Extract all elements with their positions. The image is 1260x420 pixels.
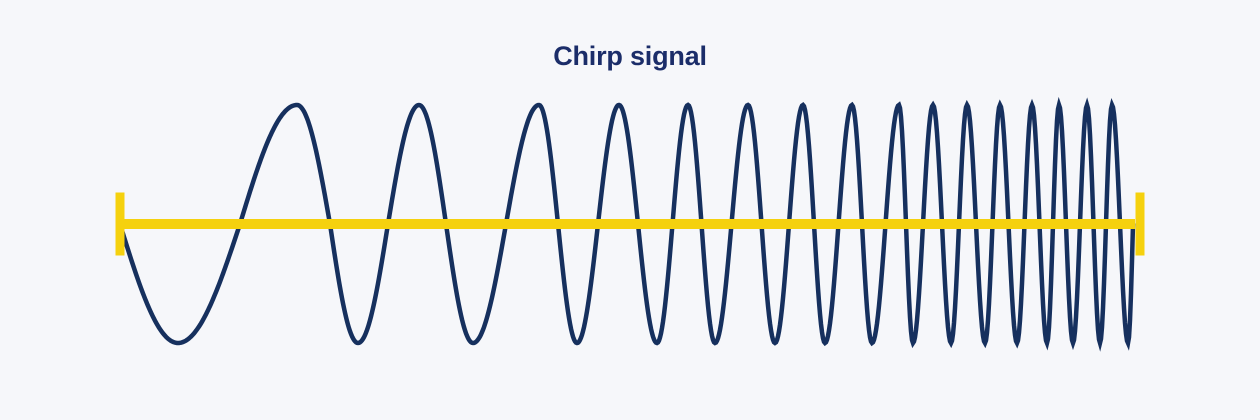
axis-left-cap	[115, 192, 125, 256]
figure-title: Chirp signal	[553, 41, 707, 71]
axis-right-cap	[1135, 192, 1145, 256]
time-axis-line	[117, 219, 1135, 229]
chirp-waveform	[117, 96, 1136, 352]
